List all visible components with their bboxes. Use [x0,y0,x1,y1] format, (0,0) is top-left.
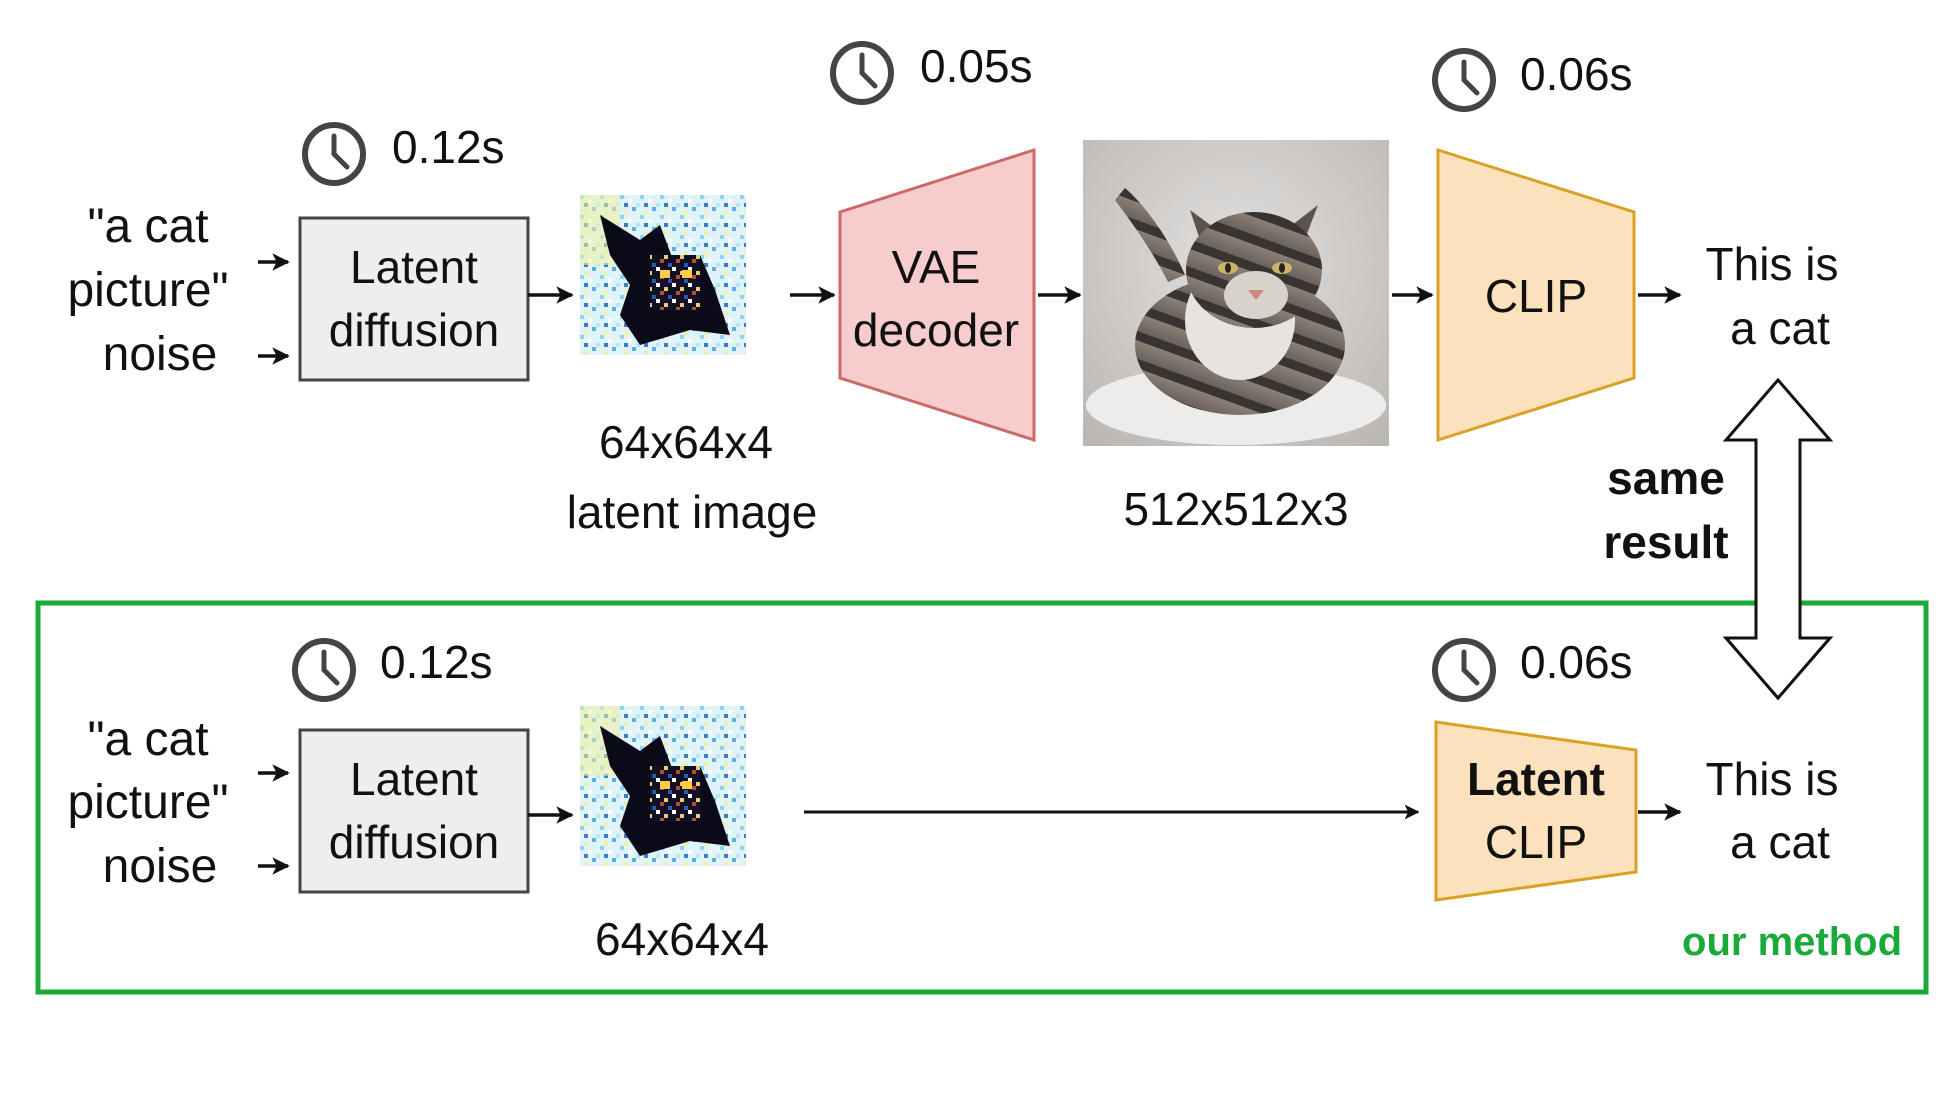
top-prompt-line1: "a cat [87,200,208,253]
top-diffusion-line2: diffusion [329,304,500,356]
top-latent-caption: latent image [567,486,818,538]
same-result-arrow-overlap [1726,600,1830,698]
bottom-diffusion-clock-icon [295,641,353,699]
top-clip-clock-icon [1435,51,1493,109]
bottom-result-line1: This is [1706,753,1839,805]
top-latent-size: 64x64x4 [599,416,773,468]
top-latent-image [580,195,746,355]
bottom-diffusion-line1: Latent [350,753,478,805]
top-diffusion-line1: Latent [350,241,478,293]
top-vae-time: 0.05s [920,40,1033,92]
top-clip-label: CLIP [1485,270,1587,322]
top-clip-shape [1436,147,1636,443]
top-decoded-cat-image [1083,140,1389,446]
top-clip-time: 0.06s [1520,48,1633,100]
bottom-diffusion-line2: diffusion [329,816,500,868]
bottom-clip-line2: CLIP [1485,816,1587,868]
top-noise-label: noise [103,328,218,381]
bottom-clip-line1: Latent [1467,753,1605,805]
our-method-label: our method [1682,920,1902,964]
top-latent-diffusion-box [298,216,530,382]
bottom-latent-diffusion-box [298,728,530,894]
bottom-latent-clip-shape [1434,720,1638,902]
top-vae-line1: VAE [892,241,981,293]
bottom-prompt-line1: "a cat [87,713,208,766]
top-result-line1: This is [1706,238,1839,290]
top-vae-decoder-shape [838,147,1036,443]
bottom-result-line2: a cat [1730,816,1830,868]
top-diffusion-time: 0.12s [392,121,505,173]
bottom-diffusion-time: 0.12s [380,636,493,688]
top-prompt-line2: picture" [67,264,228,317]
bottom-clip-clock-icon [1435,641,1493,699]
top-image-size: 512x512x3 [1123,483,1348,535]
bottom-latent-size: 64x64x4 [595,913,769,965]
top-result-line2: a cat [1730,302,1830,354]
top-diffusion-clock-icon [305,125,363,183]
our-method-frame [35,600,1929,995]
bottom-prompt-line2: picture" [67,776,228,829]
bottom-noise-label: noise [103,840,218,893]
same-result-line2: result [1603,516,1728,568]
bottom-latent-image [580,706,746,866]
same-result-line1: same [1607,452,1725,504]
bottom-clip-time: 0.06s [1520,636,1633,688]
top-vae-line2: decoder [853,304,1019,356]
same-result-arrow-lower-edge [1722,598,1834,701]
top-vae-clock-icon [833,44,891,102]
